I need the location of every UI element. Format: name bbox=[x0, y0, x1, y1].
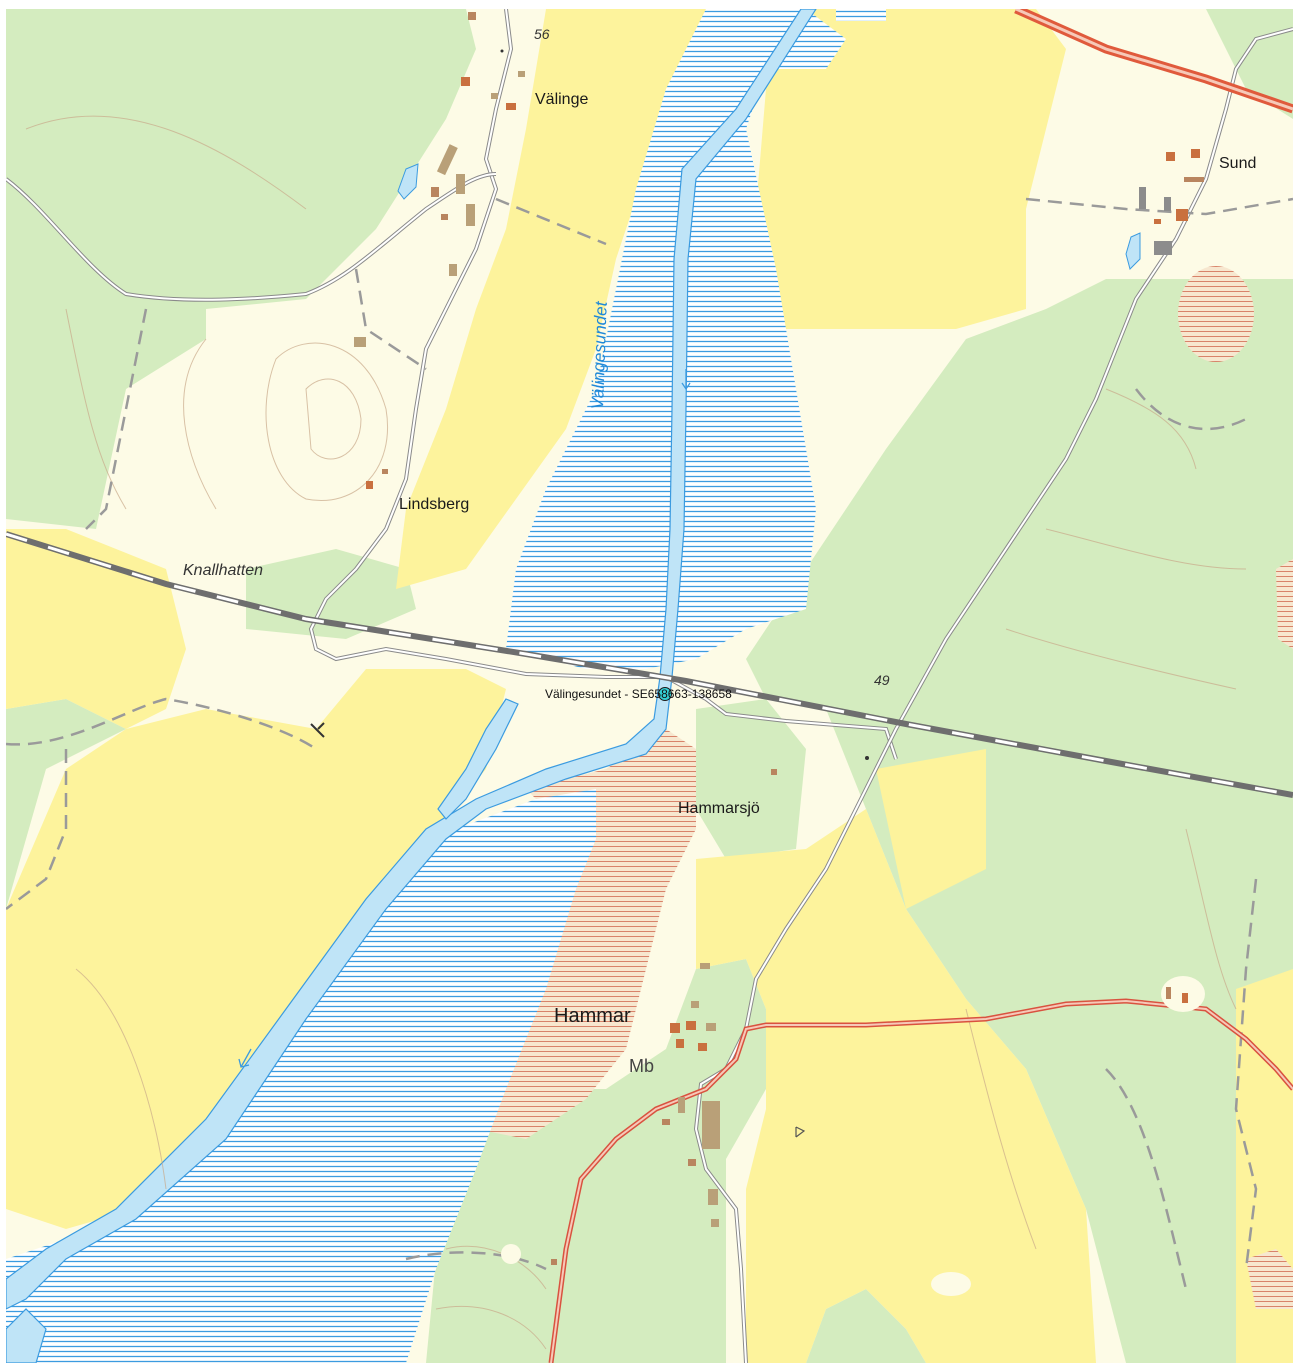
place-label-hammarsjo[interactable]: Hammarsjö bbox=[678, 800, 760, 817]
minor-roads bbox=[6, 9, 1293, 1363]
place-label-hammar[interactable]: Hammar bbox=[554, 1005, 631, 1027]
main-road bbox=[548, 998, 1293, 1363]
river-channel bbox=[6, 9, 817, 1363]
flow-arrows bbox=[238, 369, 691, 1068]
buildings bbox=[354, 12, 1204, 1265]
map-view[interactable]: 56 Välinge Sund Lindsberg Knallhatten Vä… bbox=[6, 9, 1293, 1363]
contour-lines bbox=[25, 115, 1247, 1350]
place-label-knallhatten[interactable]: Knallhatten bbox=[183, 562, 264, 579]
water-label-valingesundet[interactable]: Välingesundet bbox=[588, 301, 611, 410]
clearing-buildings bbox=[1166, 987, 1188, 1003]
place-label-lindsberg[interactable]: Lindsberg bbox=[399, 496, 470, 513]
location-pin-icon[interactable] bbox=[658, 687, 672, 701]
marker-label[interactable]: Välingesundet - SE658663-138658 bbox=[545, 687, 732, 701]
ponds bbox=[397, 163, 1141, 270]
map-symbols bbox=[310, 49, 869, 1138]
place-label-valinge[interactable]: Välinge bbox=[535, 91, 589, 108]
footpaths bbox=[6, 197, 1293, 1290]
marsh-areas bbox=[476, 266, 1293, 1309]
altitude-label-east: 49 bbox=[874, 672, 890, 688]
place-label-sund[interactable]: Sund bbox=[1219, 155, 1257, 172]
map-canvas[interactable] bbox=[6, 9, 1293, 1363]
highway bbox=[1014, 9, 1293, 114]
railway bbox=[6, 531, 1293, 798]
place-label-mb: Mb bbox=[629, 1056, 655, 1076]
altitude-label-north: 56 bbox=[534, 26, 550, 42]
